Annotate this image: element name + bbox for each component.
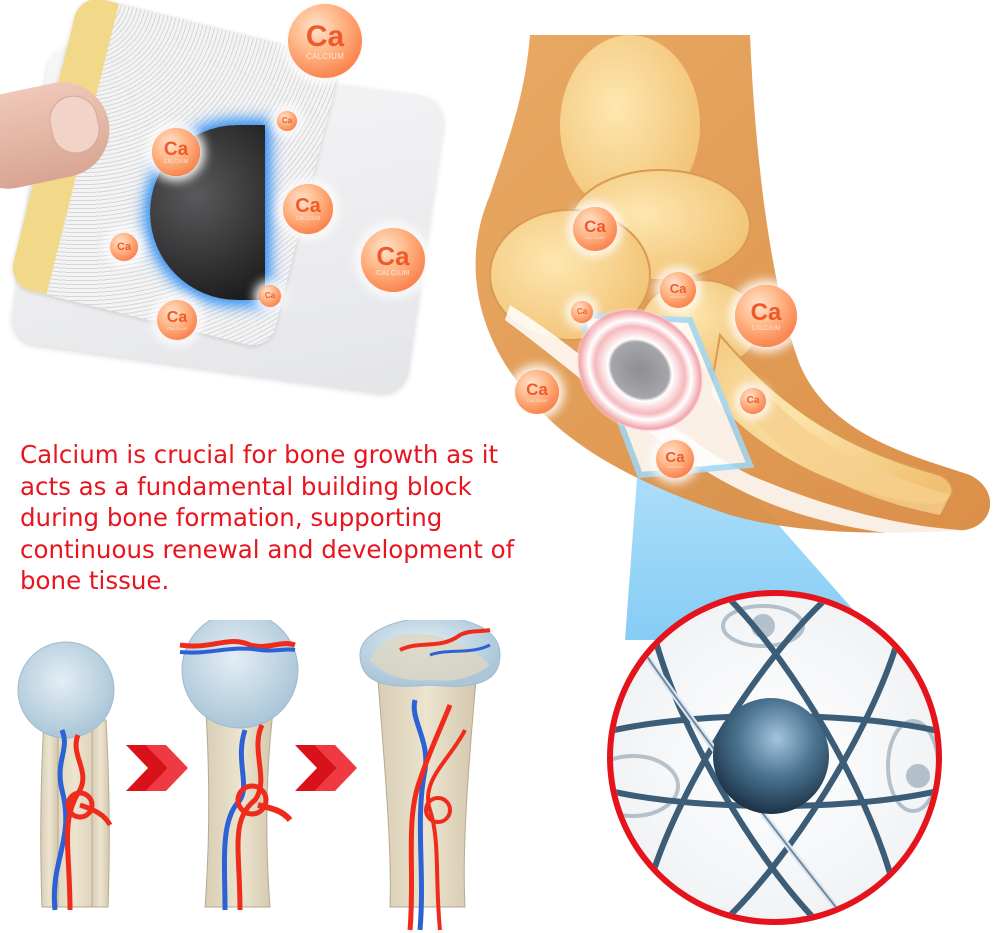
caption-line: bone tissue.	[20, 566, 170, 595]
arrow-chevron-icon	[126, 745, 188, 791]
bone-growth-stages	[17, 620, 501, 931]
calcium-bubble: Ca CALCIUM	[283, 184, 333, 234]
caption-line: during bone formation, supporting	[20, 503, 443, 532]
calcium-bubble: Ca CALCIUM	[735, 285, 797, 347]
calcium-bubble: Ca	[277, 111, 297, 131]
calcium-bubble: Ca CALCIUM	[157, 300, 197, 340]
atom-closeup	[607, 590, 942, 925]
calcium-bubble: Ca CALCIUM	[515, 370, 559, 414]
calcium-bubble: Ca	[571, 301, 593, 323]
calcium-bubble: Ca CALCIUM	[361, 228, 425, 292]
calcium-bubble: Ca CALCIUM	[573, 207, 617, 251]
caption-line: Calcium is crucial for bone growth as it	[20, 440, 499, 469]
caption-line: acts as a fundamental building block	[20, 471, 472, 501]
calcium-bubble: Ca CALCIUM	[660, 272, 696, 308]
bone-stage-3	[359, 620, 501, 931]
calcium-bubble: Ca CALCIUM	[152, 128, 200, 176]
calcium-bubble: Ca	[740, 388, 766, 414]
atom-icon	[613, 596, 936, 919]
caption-line: continuous renewal and development of	[20, 534, 515, 564]
calcium-bubble: Ca	[110, 233, 138, 261]
calcium-bubble: Ca	[259, 285, 281, 307]
arrow-chevron-icon	[295, 745, 357, 791]
bone-stage-1	[17, 641, 115, 911]
calcium-description: Calcium is crucial for bone growth as it…	[20, 439, 580, 597]
calcium-bubble: Ca CALCIUM	[656, 440, 694, 478]
bone-stage-2	[179, 620, 299, 911]
calcium-bubble: Ca CALCIUM	[288, 4, 362, 78]
